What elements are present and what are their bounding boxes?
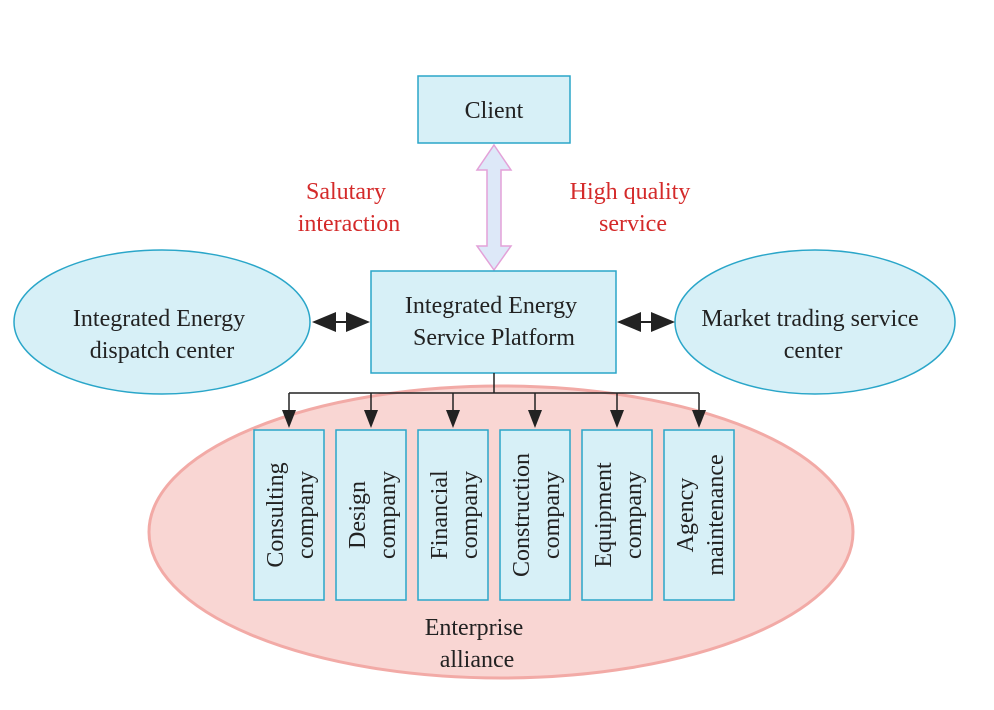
connector-arrowhead: [446, 410, 460, 428]
company-box-rect: [335, 429, 407, 601]
company-label-line: company: [293, 471, 319, 559]
salutary-interaction-label: Salutary interaction: [298, 179, 401, 237]
connector-arrowhead: [364, 410, 378, 428]
company-label-line: Construction: [509, 453, 535, 577]
company-connectors: [282, 373, 706, 428]
company-label-line: company: [539, 471, 565, 559]
connector-arrowhead: [528, 410, 542, 428]
client-platform-double-arrow: [475, 143, 513, 272]
company-label-line: maintenance: [703, 454, 729, 575]
company-label-line: Consulting: [263, 462, 289, 567]
dispatch-center-label: Integrated Energy dispatch center: [73, 306, 251, 364]
client-box: [417, 75, 571, 144]
connector-arrowhead: [610, 410, 624, 428]
high-quality-service-label: High quality service: [570, 179, 697, 237]
company-label-line: company: [621, 471, 647, 559]
company-label-line: Design: [345, 481, 371, 549]
connector-arrowhead: [282, 410, 296, 428]
company-box-rect: [581, 429, 653, 601]
company-label-line: Financial: [427, 470, 453, 560]
platform-box: [370, 270, 617, 374]
connector-arrowhead: [692, 410, 706, 428]
platform-market-double-arrow: [617, 312, 675, 332]
company-box-rect: [663, 429, 735, 601]
company-label-line: company: [457, 471, 483, 559]
company-box-rect: [417, 429, 489, 601]
platform-label: Integrated Energy Service Platform: [405, 293, 583, 351]
dispatch-center-ellipse: [13, 249, 311, 395]
company-box-rect: [253, 429, 325, 601]
enterprise-alliance-label: Enterprise alliance: [425, 615, 530, 673]
company-label-line: company: [375, 471, 401, 559]
company-box-rect: [499, 429, 571, 601]
dispatch-platform-double-arrow: [312, 312, 370, 332]
market-center-label: Market trading service center: [701, 306, 924, 364]
client-label: Client: [465, 98, 524, 124]
company-label-line: Equipment: [591, 462, 617, 568]
company-label-line: Agency: [673, 478, 699, 553]
